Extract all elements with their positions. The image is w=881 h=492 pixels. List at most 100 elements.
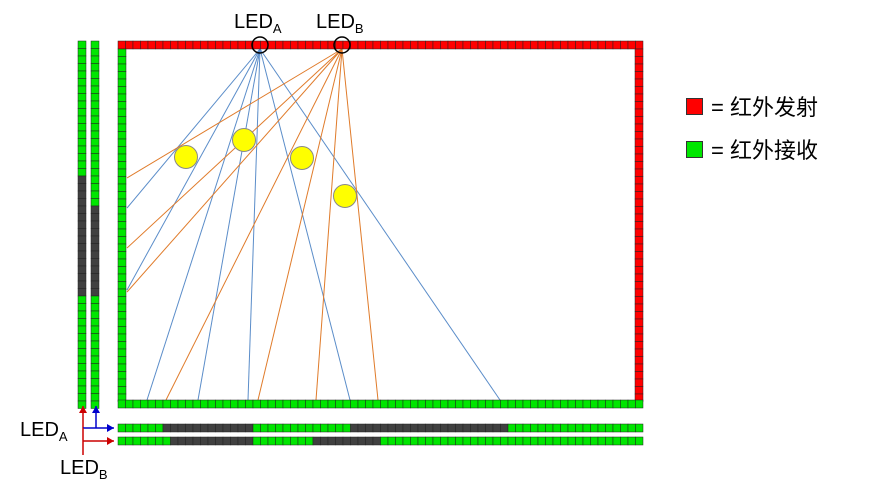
projection-cell-b [90,213,100,222]
projection-cell-b [132,436,141,446]
projection-cell-a [77,108,87,117]
emitter-cell [634,138,644,147]
projection-cell-b [365,436,374,446]
projection-cell-a [77,288,87,297]
receiver-cell [500,399,509,409]
projection-cell-b [185,436,194,446]
projection-cell-b [90,385,100,394]
projection-cell-b [170,436,179,446]
emitter-cell [522,40,531,50]
ray-led-a [126,48,261,209]
projection-cell-b [90,265,100,274]
receiver-cell [117,183,127,192]
projection-cell-a [77,378,87,387]
receiver-cell [395,399,404,409]
projection-cell-b [90,115,100,124]
receiver-cell [117,266,127,275]
projection-cell-a [357,423,366,433]
receiver-cell [492,399,501,409]
emitter-cell [320,40,329,50]
emitter-cell [635,40,644,50]
projection-cell-b [90,138,100,147]
receiver-cell [117,161,127,170]
projection-cell-b [222,436,231,446]
led-markers [251,36,351,54]
projection-cell-a [162,423,171,433]
emitter-cell [410,40,419,50]
projection-cell-a [440,423,449,433]
receiver-cell [117,228,127,237]
emitter-cell [634,311,644,320]
projection-cell-a [350,423,359,433]
projection-cell-a [500,423,509,433]
projection-cell-b [90,175,100,184]
projection-cell-a [200,423,209,433]
projection-cell-a [77,183,87,192]
receiver-cell [462,399,471,409]
projection-cell-a [77,175,87,184]
receiver-cell [282,399,291,409]
projection-cell-b [462,436,471,446]
emitter-cell [290,40,299,50]
projection-cell-b [90,70,100,79]
receiver-cell [117,168,127,177]
projection-cell-b [90,198,100,207]
receiver-cell [170,399,179,409]
projection-cell-b [90,93,100,102]
receiver-cell [117,138,127,147]
emitter-cell [230,40,239,50]
emitter-cell [447,40,456,50]
projection-cell-a [627,423,636,433]
projection-cell-b [455,436,464,446]
receiver-cell [117,71,127,80]
receiver-cell [537,399,546,409]
projection-cell-a [140,423,149,433]
projection-cell-b [90,295,100,304]
emitter-cell [634,71,644,80]
emitter-cell [125,40,134,50]
projection-cell-b [380,436,389,446]
projection-cell-b [470,436,479,446]
receiver-cell [507,399,516,409]
projection-cell-b [90,280,100,289]
receiver-cell [117,281,127,290]
ray-led-b [257,48,343,401]
receiver-cell [297,399,306,409]
emitter-cell [590,40,599,50]
projection-cell-a [260,423,269,433]
projection-cell-b [417,436,426,446]
receiver-cell [575,399,584,409]
projection-cell-a [77,168,87,177]
projection-cell-b [305,436,314,446]
projection-cell-b [387,436,396,446]
projection-cell-a [590,423,599,433]
projection-cell-b [90,153,100,162]
emitter-cell [634,78,644,87]
projection-cell-b [500,436,509,446]
emitter-cell [545,40,554,50]
projection-cell-a [395,423,404,433]
projection-cell-b [90,63,100,72]
receiver-cell [305,399,314,409]
emitter-cell [582,40,591,50]
emitter-cell [634,348,644,357]
emitter-cell [402,40,411,50]
projection-cell-a [470,423,479,433]
receiver-cell [155,399,164,409]
emitter-cell [634,318,644,327]
receiver-cell [117,273,127,282]
projection-cell-b [90,145,100,154]
projection-cell-a [282,423,291,433]
projection-cell-b [90,340,100,349]
projection-cell-b [177,436,186,446]
projection-cell-b [147,436,156,446]
emitter-cell [117,40,126,50]
emitter-cell [634,333,644,342]
projection-cell-b [432,436,441,446]
receiver-cell [207,399,216,409]
emitter-cell [372,40,381,50]
emitter-cell [634,48,644,57]
emitter-cell [455,40,464,50]
receiver-cell [327,399,336,409]
